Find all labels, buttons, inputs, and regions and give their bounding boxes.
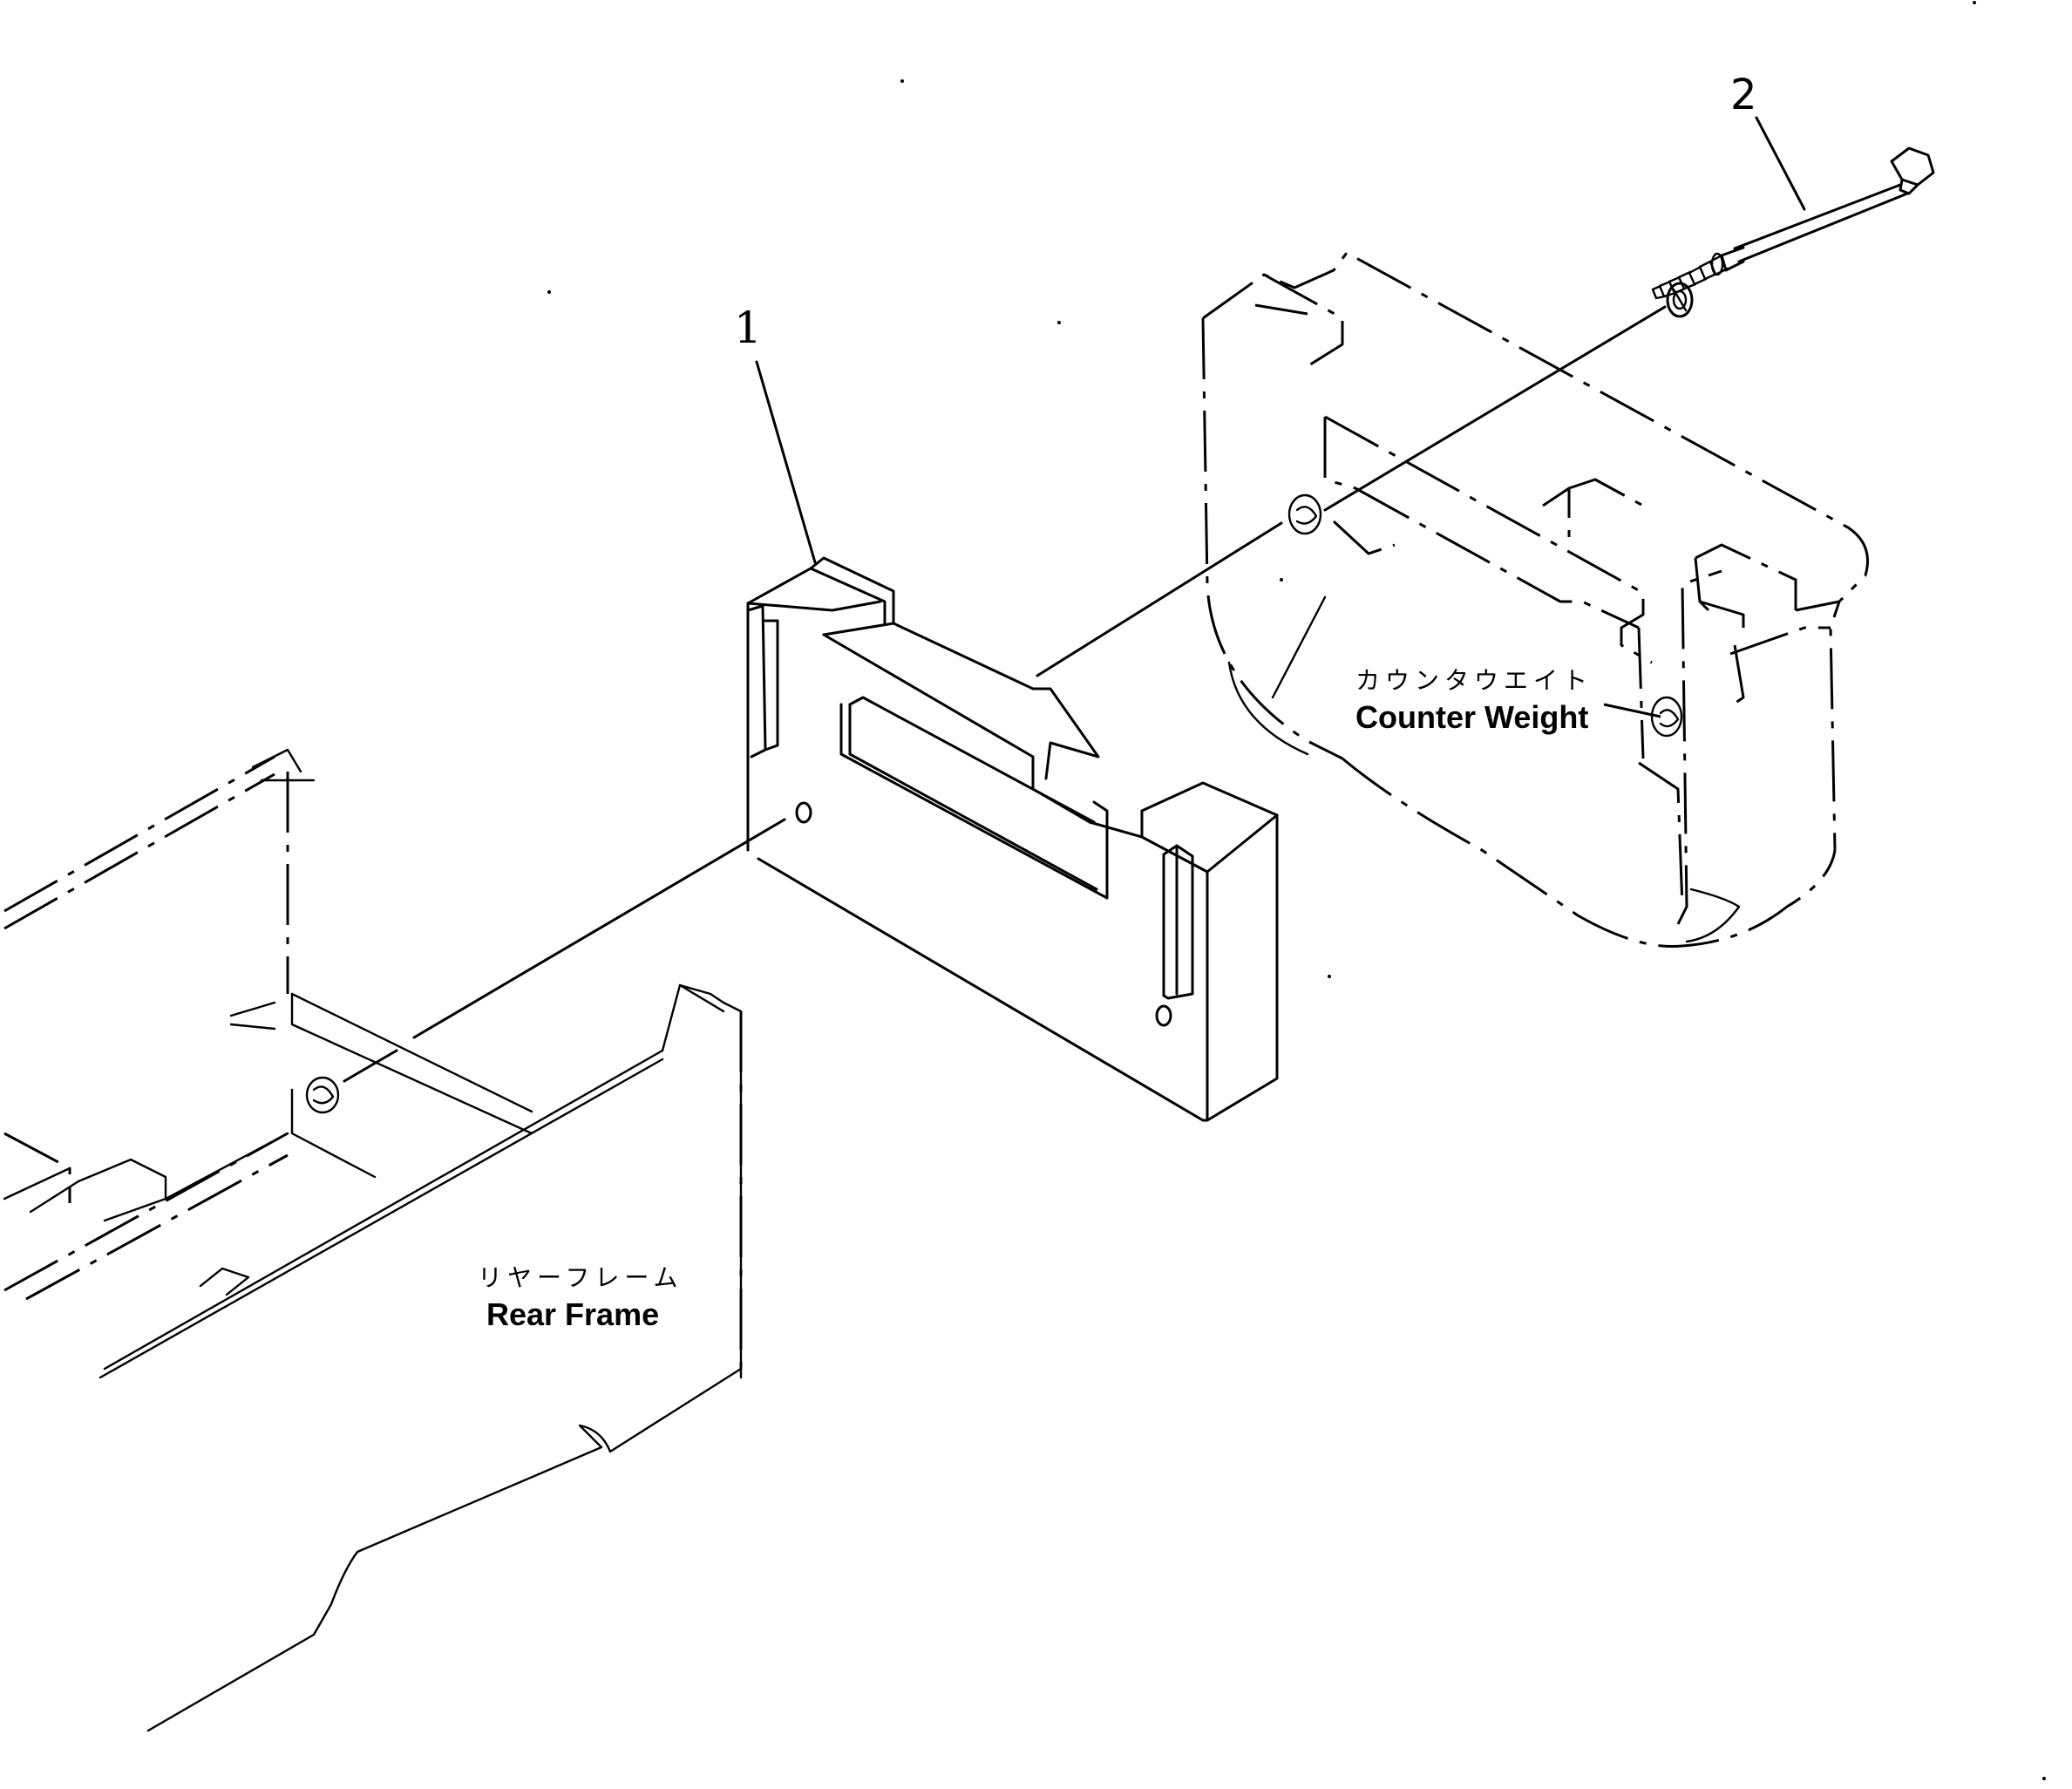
scan-specks xyxy=(547,1,2046,1780)
rear-frame-label-en: Rear Frame xyxy=(486,1296,659,1332)
assembly-center-lines xyxy=(343,305,1667,1083)
rear-frame xyxy=(3,748,743,1732)
callout-1: 1 xyxy=(734,303,762,353)
counter-weight xyxy=(1201,251,1869,949)
counter-weight-label-en: Counter Weight xyxy=(1355,699,1588,735)
rear-frame-label-jp: リヤーフレーム xyxy=(478,1263,683,1292)
item-1-spacer-plate xyxy=(746,556,1279,1122)
counter-weight-label-jp: カウンタウエイト xyxy=(1355,666,1593,695)
callout-leaders xyxy=(755,116,1806,564)
callout-2: 2 xyxy=(1730,71,1757,119)
item-2-bolt xyxy=(1651,146,1935,318)
